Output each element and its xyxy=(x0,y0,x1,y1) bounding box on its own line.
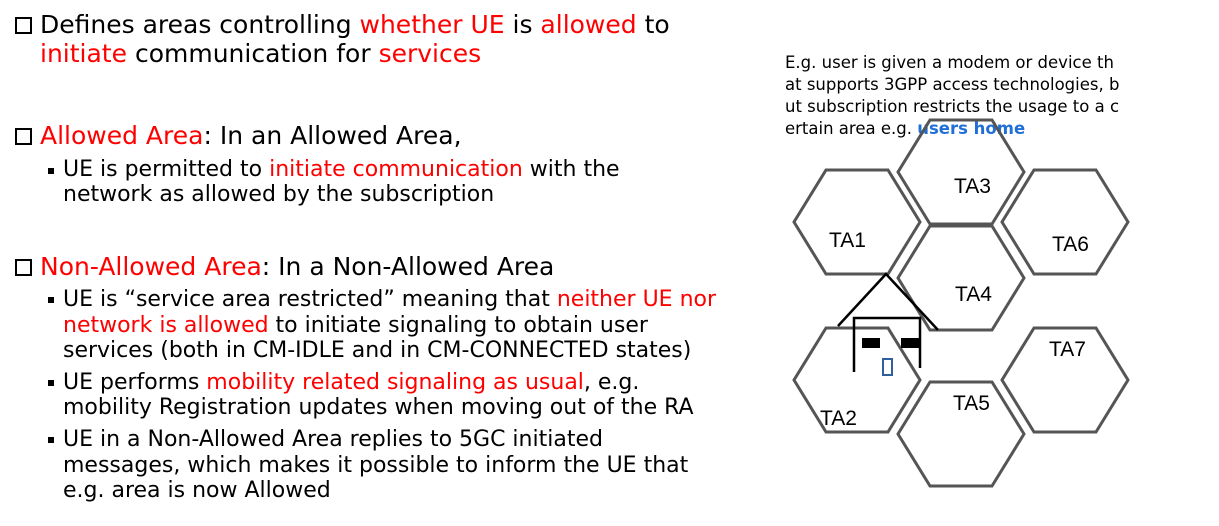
note-line: at supports 3GPP access technologies, b xyxy=(785,75,1120,94)
text: : In a Non-Allowed Area xyxy=(261,252,555,281)
text: to xyxy=(636,10,670,39)
hex-ta2 xyxy=(792,326,922,434)
hex-ta6 xyxy=(1000,168,1130,276)
hex-ta1 xyxy=(792,168,922,276)
non-allowed-sub1-line2: network is allowed to initiate signaling… xyxy=(63,315,648,337)
ta5-label: TA5 xyxy=(953,392,990,415)
bullet-square-icon xyxy=(15,17,32,34)
sub-bullet-icon xyxy=(48,380,54,386)
text: UE is permitted to xyxy=(63,157,270,182)
text: Defines areas controlling xyxy=(40,10,360,39)
highlight-text: neither UE nor xyxy=(556,287,717,312)
text: UE is “service area restricted” meaning … xyxy=(63,287,557,312)
non-allowed-sub3-line1: UE in a Non-Allowed Area replies to 5GC … xyxy=(63,427,603,452)
highlight-text: network is allowed xyxy=(63,313,269,338)
note-line: E.g. user is given a modem or device th xyxy=(785,53,1114,72)
allowed-sub1-line1: UE is permitted to initiate communicatio… xyxy=(63,159,620,181)
house-icon xyxy=(837,272,939,372)
text: to initiate signaling to obtain user xyxy=(268,313,648,338)
note-line: ertain area e.g. users home xyxy=(785,118,1130,140)
non-allowed-sub1-line1: UE is “service area restricted” meaning … xyxy=(63,289,716,311)
house-window-left xyxy=(862,338,880,348)
ta7-label: TA7 xyxy=(1049,338,1086,361)
non-allowed-sub2-line1: UE performs mobility related signaling a… xyxy=(63,372,639,394)
text: : In an Allowed Area, xyxy=(203,121,462,150)
highlight-text: Allowed Area xyxy=(40,121,204,150)
highlight-text: initiate communication xyxy=(269,157,523,182)
ta4-label: TA4 xyxy=(955,283,992,306)
highlight-text: initiate xyxy=(40,39,127,68)
hex-ta3 xyxy=(896,118,1026,226)
hex-ta4 xyxy=(896,224,1026,332)
example-note: E.g. user is given a modem or device th … xyxy=(785,52,1130,140)
non-allowed-sub3-line2: messages, which makes it possible to inf… xyxy=(63,453,689,478)
non-allowed-sub3-line3: e.g. area is now Allowed xyxy=(63,478,331,503)
bullet-square-icon xyxy=(15,259,32,276)
bullet-defines-line2: initiate communication for services xyxy=(40,41,481,66)
ta6-label: TA6 xyxy=(1052,233,1089,256)
house-window-right xyxy=(901,338,919,348)
highlight-text: mobility related signaling as usual xyxy=(206,370,584,395)
highlight-text: allowed xyxy=(540,10,637,39)
hex-ta5 xyxy=(896,380,1026,488)
note-line: ut subscription restricts the usage to a… xyxy=(785,97,1120,116)
highlight-text: users home xyxy=(917,119,1026,138)
sub-bullet-icon xyxy=(48,168,54,174)
highlight-text: whether UE xyxy=(359,10,505,39)
ta2-label: TA2 xyxy=(820,407,857,430)
house-door xyxy=(882,358,893,376)
non-allowed-area-heading: Non-Allowed Area: In a Non-Allowed Area xyxy=(40,254,554,279)
text: is xyxy=(504,10,541,39)
allowed-sub1-line2: network as allowed by the subscription xyxy=(63,182,495,207)
text: ertain area e.g. xyxy=(785,119,918,138)
hex-ta7 xyxy=(1000,326,1130,434)
non-allowed-sub2-line2: mobility Registration updates when movin… xyxy=(63,395,694,420)
text: communication for xyxy=(127,39,379,68)
text: with the xyxy=(522,157,620,182)
highlight-text: services xyxy=(378,39,482,68)
ta3-label: TA3 xyxy=(954,175,991,198)
non-allowed-sub1-line3: services (both in CM-IDLE and in CM-CONN… xyxy=(63,338,692,363)
allowed-area-heading: Allowed Area: In an Allowed Area, xyxy=(40,123,462,148)
bullet-square-icon xyxy=(15,128,32,145)
sub-bullet-icon xyxy=(48,297,54,303)
highlight-text: Non-Allowed Area xyxy=(40,252,262,281)
sub-bullet-icon xyxy=(48,437,54,443)
ta1-label: TA1 xyxy=(829,229,866,252)
text: UE performs xyxy=(63,370,207,395)
bullet-defines-line1: Defines areas controlling whether UE is … xyxy=(40,12,670,37)
text: , e.g. xyxy=(583,370,640,395)
